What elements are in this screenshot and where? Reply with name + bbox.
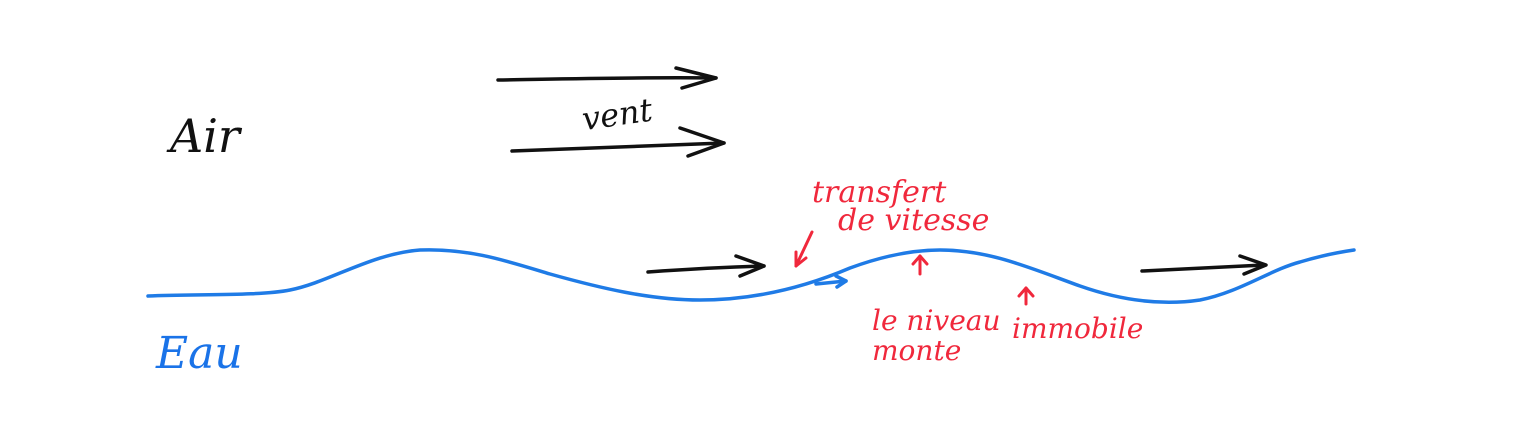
- level-label-line1: le niveau: [872, 304, 1001, 337]
- still-label: immobile: [1012, 312, 1143, 345]
- transfer-arrow: [794, 230, 814, 268]
- still-arrow: [1017, 286, 1035, 306]
- wind-label: vent: [580, 91, 655, 138]
- water-surface-wave: [146, 248, 1356, 305]
- water-label: Eau: [155, 328, 243, 379]
- level-label-line2: monte: [872, 334, 961, 367]
- water-flow-arrow: [814, 274, 848, 289]
- transfer-label-line1: transfert: [812, 175, 947, 210]
- surface-flow-arrow-left: [646, 254, 766, 278]
- level-up-arrow: [911, 254, 929, 276]
- wind-arrow-top: [496, 66, 718, 90]
- wind-arrow-bottom: [510, 126, 726, 158]
- transfer-label-line2: de vitesse: [838, 203, 989, 238]
- air-label: Air: [166, 109, 243, 163]
- surface-flow-arrow-right: [1140, 254, 1268, 276]
